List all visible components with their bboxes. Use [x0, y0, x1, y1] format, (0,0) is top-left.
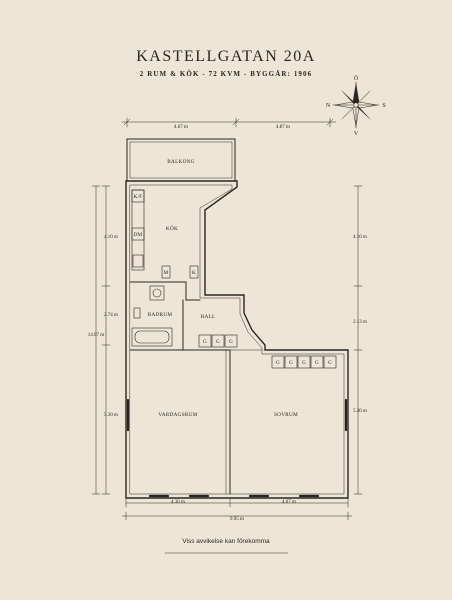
- dim-left-vardag: 5.30 m: [104, 413, 118, 418]
- dim-left-total: 14.07 m: [88, 333, 105, 338]
- dim-left-kok: 4.10 m: [104, 235, 118, 240]
- dim-right-hall: 2.13 m: [353, 320, 367, 325]
- room-label-balkong: BALKONG: [167, 159, 194, 165]
- room-label-m: M: [164, 270, 169, 276]
- room-label-kok: KÖK: [166, 225, 178, 232]
- compass-rose: [332, 81, 380, 129]
- dim-bottom-left: 4.30 m: [171, 500, 185, 505]
- page-title: KASTELLGATAN 20A: [136, 48, 316, 65]
- compass-west: N: [326, 103, 331, 109]
- wardrobe-label: G: [276, 360, 280, 366]
- page-subtitle: 2 RUM & KÖK - 72 KVM - BYGGÅR: 1906: [139, 70, 313, 78]
- room-label-k: K: [192, 270, 196, 276]
- wardrobe-label: G: [328, 360, 332, 366]
- kitchen-fixtures: [131, 189, 199, 279]
- wardrobe-label: G: [229, 339, 233, 345]
- dim-left-bad: 2.74 m: [104, 313, 118, 318]
- dim-right-sov: 5.30 m: [353, 409, 367, 414]
- left-dimension-lines: [91, 185, 111, 495]
- right-dimension-lines: [353, 185, 363, 495]
- room-label-sovrum: SOVRUM: [274, 412, 298, 418]
- disclaimer-note: Viss avvikelse kan förekomma: [182, 538, 270, 545]
- wardrobe-label: G: [289, 360, 293, 366]
- windows: [126, 398, 348, 498]
- dim-bottom-right: 4.07 m: [282, 500, 296, 505]
- compass-north: Ö: [354, 75, 359, 82]
- room-label-hall: HALL: [200, 314, 215, 320]
- dim-top-left: 4.67 m: [174, 125, 188, 130]
- compass-south: V: [354, 131, 359, 137]
- wardrobe-label: G: [203, 339, 207, 345]
- wardrobe-label: G: [302, 360, 306, 366]
- bathroom-fixtures: [131, 285, 173, 347]
- compass-east: S: [382, 103, 385, 109]
- dim-bottom-total: 9.95 m: [230, 517, 244, 522]
- bedroom-wardrobes: [271, 355, 337, 369]
- interior-walls: [129, 281, 263, 495]
- top-dimension-lines: [121, 117, 337, 128]
- bottom-dimension-lines: [121, 498, 353, 521]
- hall-wardrobes: [198, 334, 238, 348]
- dim-right-kok: 4.10 m: [353, 235, 367, 240]
- room-label-dm: DM: [134, 232, 143, 238]
- room-label-badrum: BADRUM: [148, 312, 173, 318]
- dim-top-right: 4.87 m: [276, 125, 290, 130]
- wardrobe-label: G: [315, 360, 319, 366]
- room-label-vardagsrum: VARDAGSRUM: [158, 412, 197, 418]
- outer-walls: [125, 180, 349, 499]
- room-label-kf: K/F: [134, 194, 143, 200]
- wardrobe-label: G: [216, 339, 220, 345]
